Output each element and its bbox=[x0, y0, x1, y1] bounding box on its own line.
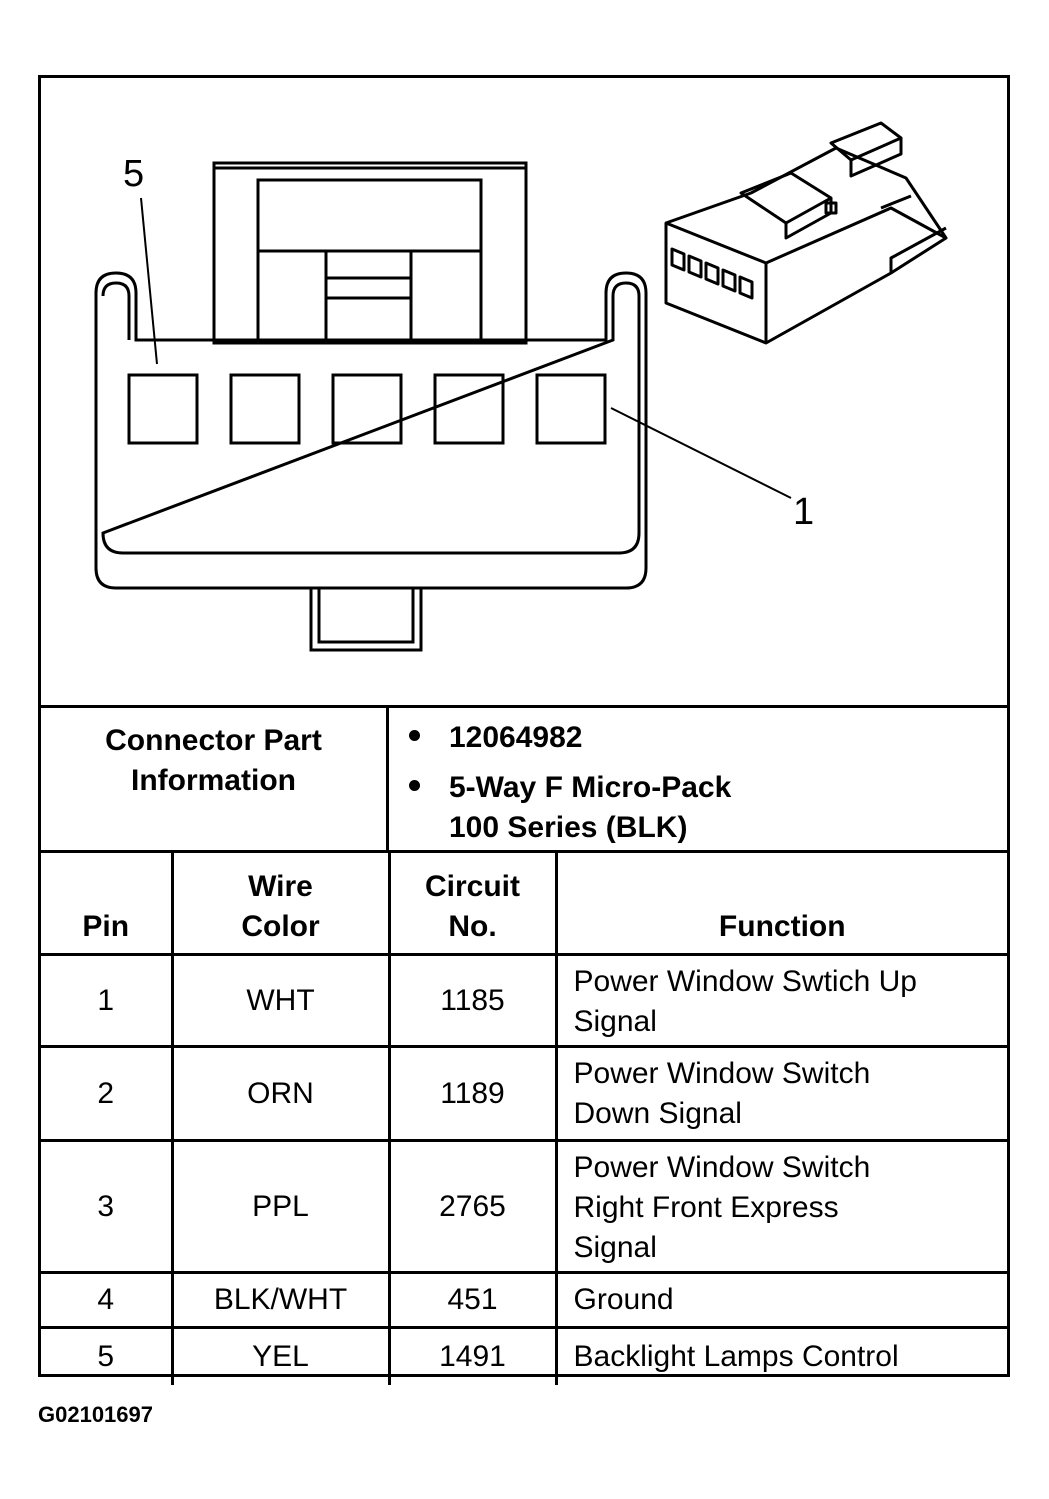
cell-circuit-no: 2765 bbox=[387, 1139, 558, 1274]
connector-part-info-list: 12064982 5-Way F Micro-Pack 100 Series (… bbox=[389, 708, 1007, 853]
latch-outer bbox=[212, 161, 528, 345]
connector-iso-view bbox=[664, 121, 948, 345]
cell-circuit-no: 1491 bbox=[387, 1326, 558, 1385]
connector-diagram: 5 1 bbox=[94, 121, 948, 652]
figure-code: G02101697 bbox=[38, 1402, 153, 1427]
cell-function: Power Window Swtich Up Signal bbox=[554, 953, 1007, 1048]
info-item-part-number: 12064982 bbox=[409, 718, 582, 758]
cell-wire-color: YEL bbox=[170, 1326, 391, 1385]
pin-cavity bbox=[433, 373, 505, 445]
cell-function: Ground bbox=[554, 1271, 1007, 1329]
housing-inner bbox=[101, 281, 641, 555]
pin-cavity bbox=[331, 373, 403, 445]
cell-pin: 1 bbox=[41, 953, 174, 1048]
cell-wire-color: WHT bbox=[170, 953, 391, 1048]
connector-part-info-label: Connector Part Information bbox=[41, 708, 389, 853]
pin-callout-1: 1 bbox=[793, 491, 814, 533]
cell-wire-color: BLK/WHT bbox=[170, 1271, 391, 1329]
bullet-icon bbox=[409, 780, 420, 791]
cell-wire-color: ORN bbox=[170, 1045, 391, 1142]
cell-circuit-no: 451 bbox=[387, 1271, 558, 1329]
callout-leader-1 bbox=[610, 407, 792, 499]
pin-cavity bbox=[535, 373, 607, 445]
callout-leader-5 bbox=[140, 197, 158, 365]
table-header-row: Pin Wire Color Circuit No. Function bbox=[41, 850, 1007, 956]
latch-inner bbox=[256, 178, 483, 345]
cell-function: Power Window Switch Right Front Express … bbox=[554, 1139, 1007, 1274]
bullet-icon bbox=[409, 730, 420, 741]
cell-pin: 3 bbox=[41, 1139, 174, 1274]
cell-function: Power Window Switch Down Signal bbox=[554, 1045, 1007, 1142]
connector-frame: 5 1 Connector Part Information bbox=[38, 75, 1010, 1385]
pin-cavity bbox=[127, 373, 199, 445]
connector-part-info: Connector Part Information 12064982 5-Wa… bbox=[41, 705, 1007, 853]
cell-circuit-no: 1189 bbox=[387, 1045, 558, 1142]
cell-wire-color: PPL bbox=[170, 1139, 391, 1274]
cell-pin: 2 bbox=[41, 1045, 174, 1142]
cell-circuit-no: 1185 bbox=[387, 953, 558, 1048]
cell-pin: 5 bbox=[41, 1326, 174, 1385]
iso-pin-windows bbox=[670, 247, 754, 300]
cell-pin: 4 bbox=[41, 1271, 174, 1329]
pin-cavity bbox=[229, 373, 301, 445]
pin-callout-5: 5 bbox=[123, 153, 144, 195]
cell-function: Backlight Lamps Control bbox=[554, 1326, 1007, 1385]
header-function: Function bbox=[554, 850, 1007, 956]
header-circuit-no: Circuit No. bbox=[387, 850, 558, 956]
housing-outline bbox=[94, 271, 648, 590]
header-pin: Pin bbox=[41, 850, 174, 956]
info-item-description: 5-Way F Micro-Pack 100 Series (BLK) bbox=[409, 768, 731, 848]
header-wire-color: Wire Color bbox=[170, 850, 391, 956]
